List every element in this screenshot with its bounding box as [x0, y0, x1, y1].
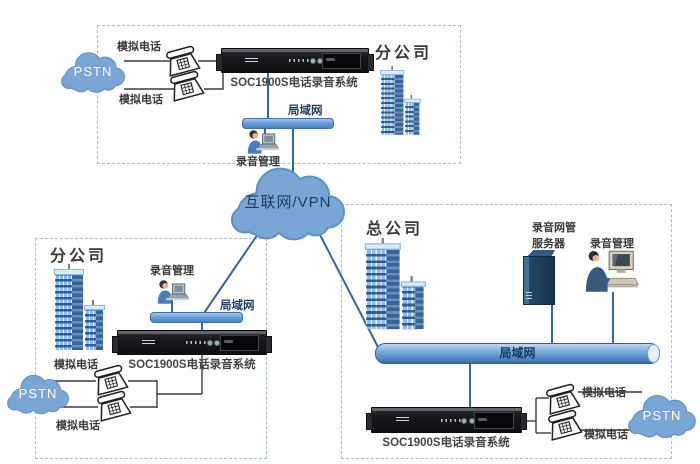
analog-phone-label: 模拟电话 — [54, 359, 98, 371]
lan-label: 局域网 — [220, 300, 255, 312]
recorder-bay — [322, 53, 361, 70]
lan-label: 局域网 — [499, 346, 536, 360]
branch-title: 分公司 — [375, 45, 433, 62]
analog-phone-label: 模拟电话 — [119, 94, 163, 106]
pstn-label: PSTN — [642, 408, 682, 423]
office-building-icon — [380, 66, 421, 135]
recorder-leds — [186, 341, 209, 345]
recording-mgmt-label: 录音管理 — [150, 265, 194, 277]
lan-pipe: 局域网 — [375, 343, 660, 364]
recorder-port — [309, 58, 316, 65]
recorder-leds — [289, 59, 312, 63]
recorder-port — [206, 340, 213, 347]
recorder-port — [461, 417, 468, 424]
pstn-cloud-left: PSTN — [6, 368, 70, 420]
pstn-label: PSTN — [73, 64, 113, 79]
branch-title: 分公司 — [50, 248, 108, 265]
recorder-brand-text — [245, 57, 259, 64]
operator-desktop-icon — [584, 249, 640, 293]
recorder-leds — [440, 418, 463, 422]
pstn-cloud-top: PSTN — [60, 46, 126, 98]
internet-vpn-cloud: 互联网/VPN — [229, 164, 347, 242]
recorder-brand-text — [141, 339, 155, 346]
recorder-label: SOC1900S电话录音系统 — [230, 77, 358, 89]
office-building-icon — [54, 264, 105, 350]
hq-title: 总公司 — [366, 221, 424, 238]
analog-phone-label: 模拟电话 — [117, 41, 161, 53]
lan-pipe-cap — [647, 344, 660, 363]
analog-phone-label: 模拟电话 — [582, 387, 626, 399]
recorder-device — [366, 407, 527, 433]
operator-laptop-icon — [245, 129, 279, 154]
recorder-bay — [474, 412, 514, 430]
pstn-cloud-right: PSTN — [627, 390, 697, 442]
operator-laptop-icon — [155, 279, 189, 304]
office-building-icon — [364, 238, 426, 330]
lan-label: 局域网 — [288, 105, 323, 117]
branch-top-box — [97, 25, 461, 164]
recorder-device — [112, 330, 272, 355]
recorder-brand-text — [395, 417, 409, 424]
nms-server-icon — [521, 250, 557, 305]
recording-mgmt-label: 录音管理 — [236, 156, 280, 168]
lan-bus — [242, 118, 334, 129]
recording-mgmt-label: 录音管理 — [590, 238, 634, 250]
nms-server-label-line2: 服务器 — [532, 238, 565, 250]
analog-phone-label: 模拟电话 — [56, 420, 100, 432]
recorder-device — [216, 48, 374, 73]
recorder-label: SOC1900S电话录音系统 — [382, 437, 510, 449]
recorder-label: SOC1900S电话录音系统 — [128, 359, 256, 371]
hq-box — [341, 204, 672, 459]
nms-server-label-line1: 录音网管 — [532, 222, 576, 234]
recorder-bay — [219, 335, 259, 352]
lan-bus — [150, 312, 243, 323]
analog-phone-label: 模拟电话 — [584, 429, 628, 441]
pstn-label: PSTN — [18, 386, 58, 401]
internet-vpn-label: 互联网/VPN — [244, 194, 332, 211]
